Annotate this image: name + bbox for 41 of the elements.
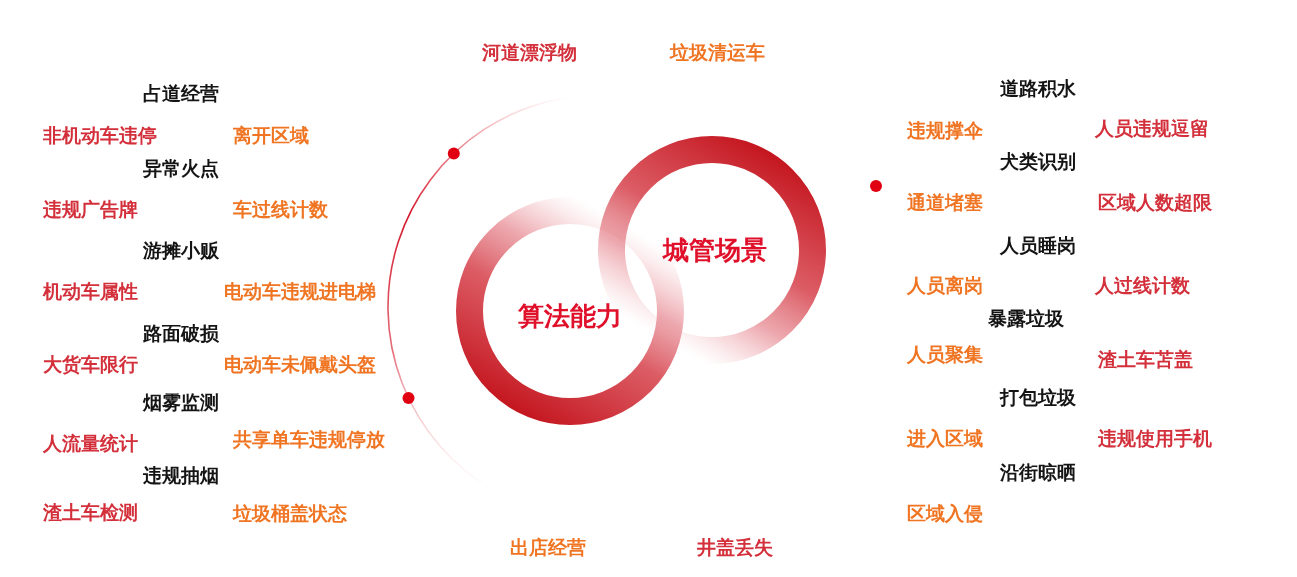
scenario-label: 区域人数超限 bbox=[1098, 190, 1212, 214]
scenario-label: 渣土车检测 bbox=[43, 500, 138, 524]
scenario-label: 人过线计数 bbox=[1095, 273, 1190, 297]
scenario-label: 垃圾桶盖状态 bbox=[233, 501, 347, 525]
scenario-label: 犬类识别 bbox=[1000, 149, 1076, 173]
scenario-label: 人员聚集 bbox=[907, 342, 983, 366]
scenario-label: 电动车违规进电梯 bbox=[224, 279, 376, 303]
scenario-label: 机动车属性 bbox=[43, 279, 138, 303]
scenario-label: 打包垃圾 bbox=[1000, 385, 1076, 409]
ring-title: 算法能力 bbox=[518, 300, 622, 332]
scenario-label: 违规使用手机 bbox=[1098, 426, 1212, 450]
scenario-label: 沿街晾晒 bbox=[1000, 460, 1076, 484]
scenario-label: 人流量统计 bbox=[43, 431, 138, 455]
scenario-label: 道路积水 bbox=[1000, 76, 1076, 100]
scenario-label: 人员离岗 bbox=[907, 273, 983, 297]
scenario-label: 人员违规逗留 bbox=[1095, 116, 1209, 140]
scenario-label: 游摊小贩 bbox=[143, 238, 219, 262]
scenario-label: 车过线计数 bbox=[233, 197, 328, 221]
scenario-label: 路面破损 bbox=[143, 321, 219, 345]
scenario-label: 渣土车苫盖 bbox=[1098, 347, 1193, 371]
scenario-label: 区域入侵 bbox=[907, 501, 983, 525]
scenario-label: 河道漂浮物 bbox=[482, 40, 577, 64]
scenario-label: 烟雾监测 bbox=[143, 390, 219, 414]
scenario-label: 人员睡岗 bbox=[1000, 233, 1076, 257]
scenario-label: 井盖丢失 bbox=[697, 535, 773, 559]
scenario-label: 进入区域 bbox=[907, 426, 983, 450]
scenario-label: 违规撑伞 bbox=[907, 118, 983, 142]
scenario-label: 非机动车违停 bbox=[43, 123, 157, 147]
scenario-label: 电动车未佩戴头盔 bbox=[224, 352, 376, 376]
scenario-label: 通道堵塞 bbox=[907, 190, 983, 214]
scenario-label: 暴露垃圾 bbox=[988, 306, 1064, 330]
scenario-label: 离开区域 bbox=[233, 123, 309, 147]
scenario-label: 违规抽烟 bbox=[143, 463, 219, 487]
scenario-label: 出店经营 bbox=[510, 535, 586, 559]
scenario-label: 共享单车违规停放 bbox=[233, 427, 385, 451]
scenario-label: 违规广告牌 bbox=[43, 197, 138, 221]
scenario-label: 垃圾清运车 bbox=[670, 40, 765, 64]
ring-title: 城管场景 bbox=[663, 234, 767, 266]
scenario-label: 大货车限行 bbox=[43, 352, 138, 376]
scenario-label: 占道经营 bbox=[143, 81, 219, 105]
scenario-label: 异常火点 bbox=[143, 156, 219, 180]
